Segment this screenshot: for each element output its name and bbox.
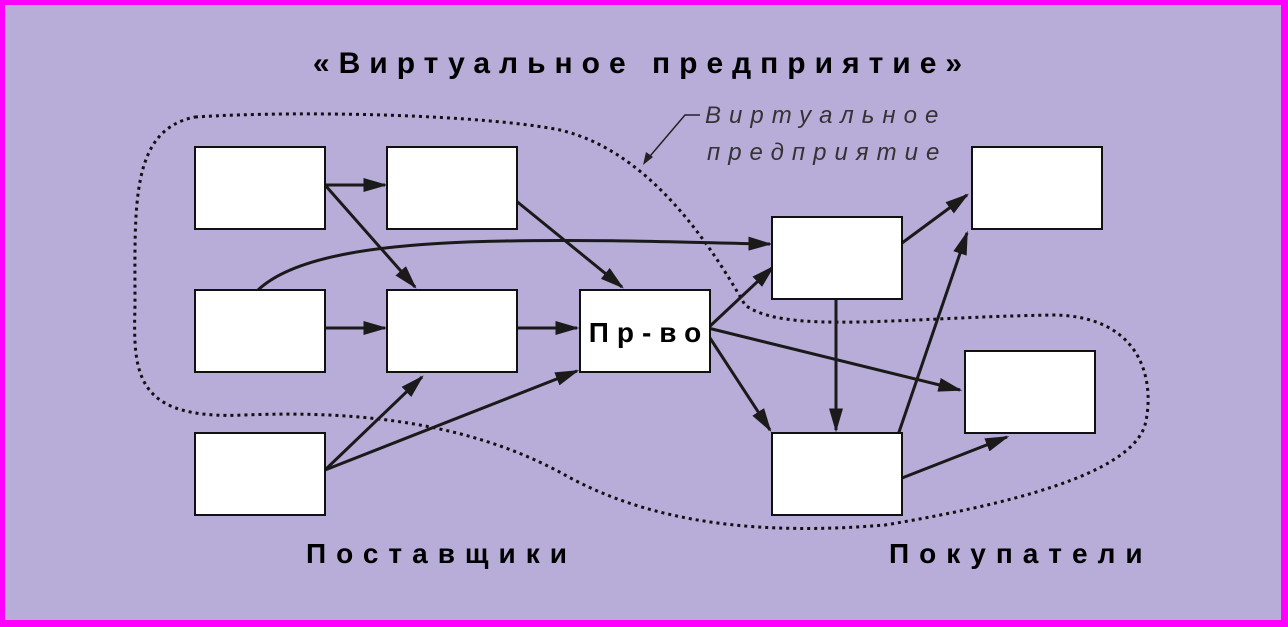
edge-s2-prod xyxy=(514,198,624,289)
buyer-box-1 xyxy=(771,216,903,300)
edge-b1-b2 xyxy=(901,193,969,245)
supplier-box-5 xyxy=(194,432,326,516)
callout-leader xyxy=(644,114,700,163)
edge-s5-s4 xyxy=(323,375,424,472)
buyers-label: Покупатели xyxy=(889,538,1153,569)
diagram-title: «Виртуальное предприятие» xyxy=(313,47,971,80)
edge-s1-s4 xyxy=(323,184,417,289)
callout-line-1: Виртуальное xyxy=(705,102,946,129)
buyer-box-3 xyxy=(771,432,903,516)
supplier-box-2 xyxy=(386,146,518,230)
edge-prod-b1 xyxy=(706,265,775,330)
buyer-box-2 xyxy=(971,146,1103,230)
supplier-boxes xyxy=(194,146,518,516)
edges xyxy=(256,178,1010,480)
callout-arrowhead xyxy=(643,152,653,165)
buyer-box-4 xyxy=(964,350,1096,434)
buyer-boxes xyxy=(771,146,1103,516)
production-label: Пр-во xyxy=(589,317,710,348)
virtual-enterprise-boundary xyxy=(133,112,1150,530)
edge-b3-b4 xyxy=(901,435,1010,480)
callout-line-2: предприятие xyxy=(707,139,947,166)
diagram-canvas: «Виртуальное предприятие» Виртуальное пр… xyxy=(133,47,1153,569)
edge-s5-prod xyxy=(324,369,580,472)
edge-s3-b1 xyxy=(256,236,773,292)
edge-prod-b3 xyxy=(706,334,772,433)
production-box xyxy=(579,289,711,373)
edge-prod-b4 xyxy=(707,326,963,392)
diagram-frame: «Виртуальное предприятие» Виртуальное пр… xyxy=(5,5,1281,620)
edge-b3-b2 xyxy=(896,230,969,436)
supplier-box-4 xyxy=(386,289,518,373)
supplier-box-3 xyxy=(194,289,326,373)
supplier-box-1 xyxy=(194,146,326,230)
suppliers-label: Поставщики xyxy=(306,538,577,569)
